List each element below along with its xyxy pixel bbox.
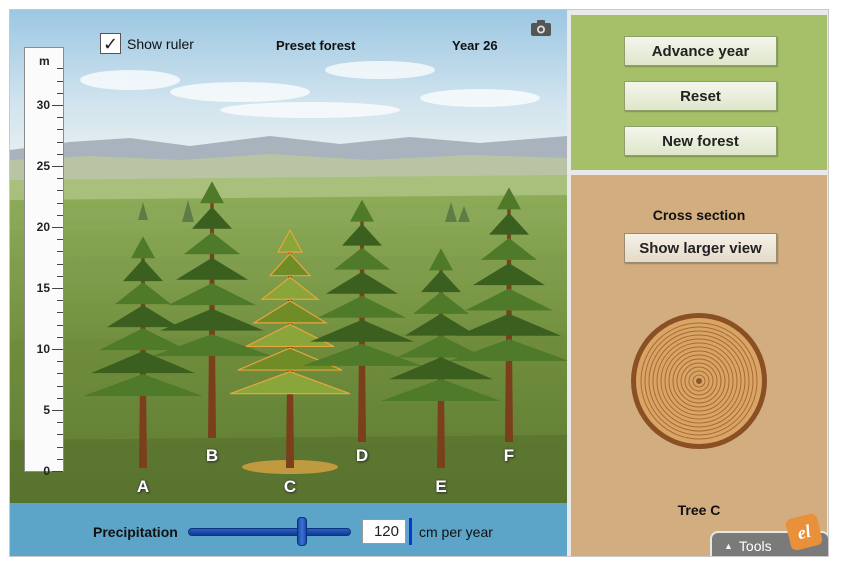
ruler-tick (52, 166, 63, 167)
ruler-label: 20 (36, 220, 50, 234)
tree-ring (648, 330, 750, 432)
tree-label-d[interactable]: D (355, 446, 369, 465)
show-ruler-toggle[interactable]: ✓ Show ruler (100, 33, 194, 54)
triangle-up-icon: ▲ (724, 540, 733, 551)
tree-ring (688, 370, 710, 392)
ruler-tick (57, 373, 63, 375)
tree-ring (644, 326, 754, 436)
ruler-tick (57, 202, 63, 204)
tree-ring (692, 374, 706, 388)
tree-label-f[interactable]: F (503, 446, 515, 465)
ruler-tick (57, 361, 63, 363)
tree-ring (668, 350, 730, 412)
cross-section-panel: Cross section Show larger view Tree C (571, 175, 827, 556)
tree-f[interactable] (449, 187, 567, 442)
ruler-tick (57, 434, 63, 436)
ruler-tick (57, 422, 63, 424)
tree-ring (676, 358, 722, 404)
ruler-tick (57, 385, 63, 387)
tree-ring (680, 362, 718, 400)
show-larger-view-button[interactable]: Show larger view (624, 233, 777, 263)
tree-ring (640, 322, 758, 440)
ruler-tick (57, 324, 63, 326)
ruler-tick (52, 471, 63, 472)
ruler-tick (52, 288, 63, 289)
ruler-tick (57, 117, 63, 119)
precipitation-value-field[interactable]: 120 (362, 519, 406, 544)
tree-a[interactable] (83, 236, 203, 468)
tree-e[interactable] (381, 248, 501, 468)
cross-section-tree-label: Tree C (677, 502, 721, 518)
tree-ring (656, 338, 742, 424)
ruler-label: 10 (36, 342, 50, 356)
tree-d[interactable] (302, 199, 422, 442)
tree-label-c[interactable]: C (283, 477, 297, 496)
ruler-tick (57, 446, 63, 448)
ruler-tick (57, 239, 63, 241)
camera-icon[interactable] (530, 19, 552, 37)
tree-c[interactable] (229, 228, 351, 468)
year-counter: Year 26 (452, 38, 498, 53)
ruler-tick (57, 178, 63, 180)
precipitation-unit-label: cm per year (419, 524, 493, 540)
ruler-label: 5 (43, 403, 50, 417)
checkmark-icon: ✓ (102, 33, 119, 54)
height-ruler[interactable]: m 30 25 20 15 10 5 0 (24, 47, 64, 478)
ruler-tick (57, 300, 63, 302)
ruler-tick (57, 92, 63, 94)
tree-label-a[interactable]: A (136, 477, 150, 496)
ruler-label: 30 (36, 98, 50, 112)
ruler-tick (57, 458, 63, 460)
ruler-label: 15 (36, 281, 50, 295)
ruler-tick (57, 214, 63, 216)
ruler-unit-label: m (39, 54, 50, 68)
tree-ring (664, 346, 734, 416)
tree-ring (660, 342, 738, 420)
precipitation-slider-thumb[interactable] (297, 517, 307, 546)
ruler-tick (57, 68, 63, 70)
new-forest-button[interactable]: New forest (624, 126, 777, 156)
preset-forest-label: Preset forest (276, 38, 356, 53)
ruler-tick (57, 397, 63, 399)
ruler-tick (52, 410, 63, 411)
text-cursor (409, 518, 412, 545)
ruler-tick (57, 129, 63, 131)
tree-ring (652, 334, 746, 428)
tree-ring (684, 366, 714, 396)
control-panel: Advance year Reset New forest (571, 15, 827, 170)
ruler-tick (57, 263, 63, 265)
ruler-tick (57, 336, 63, 338)
ruler-checkbox[interactable]: ✓ (100, 33, 121, 54)
ruler-label: 25 (36, 159, 50, 173)
ruler-label: 0 (43, 464, 50, 478)
advance-year-button[interactable]: Advance year (624, 36, 777, 66)
precipitation-slider-track[interactable] (188, 528, 351, 536)
forest-scene: m 30 25 20 15 10 5 0 ✓ Show ruler Preset… (10, 10, 567, 503)
cross-section-title: Cross section (652, 207, 746, 223)
ruler-tick (57, 80, 63, 82)
ruler-tick (57, 190, 63, 192)
ruler-tick (52, 349, 63, 350)
landscape-background (10, 10, 567, 503)
ruler-tick (57, 141, 63, 143)
tree-b[interactable] (152, 181, 272, 438)
reset-button[interactable]: Reset (624, 81, 777, 111)
ruler-tick (57, 312, 63, 314)
ruler-tick (52, 227, 63, 228)
ruler-tick (57, 153, 63, 155)
app-window: m 30 25 20 15 10 5 0 ✓ Show ruler Preset… (9, 9, 829, 557)
ruler-tick (52, 105, 63, 106)
svg-text:el: el (795, 521, 812, 544)
tree-label-e[interactable]: E (435, 477, 447, 496)
ruler-tick (57, 251, 63, 253)
explorelearning-logo: el (785, 513, 823, 551)
precipitation-bar: Precipitation 120 cm per year (10, 503, 567, 556)
tree-label-b[interactable]: B (205, 446, 219, 465)
tools-label: Tools (738, 537, 772, 554)
show-ruler-label: Show ruler (127, 35, 194, 52)
ruler-tick (57, 275, 63, 277)
tree-rings-cross-section (631, 313, 767, 449)
precipitation-label: Precipitation (93, 524, 178, 540)
tree-ring (672, 354, 726, 408)
